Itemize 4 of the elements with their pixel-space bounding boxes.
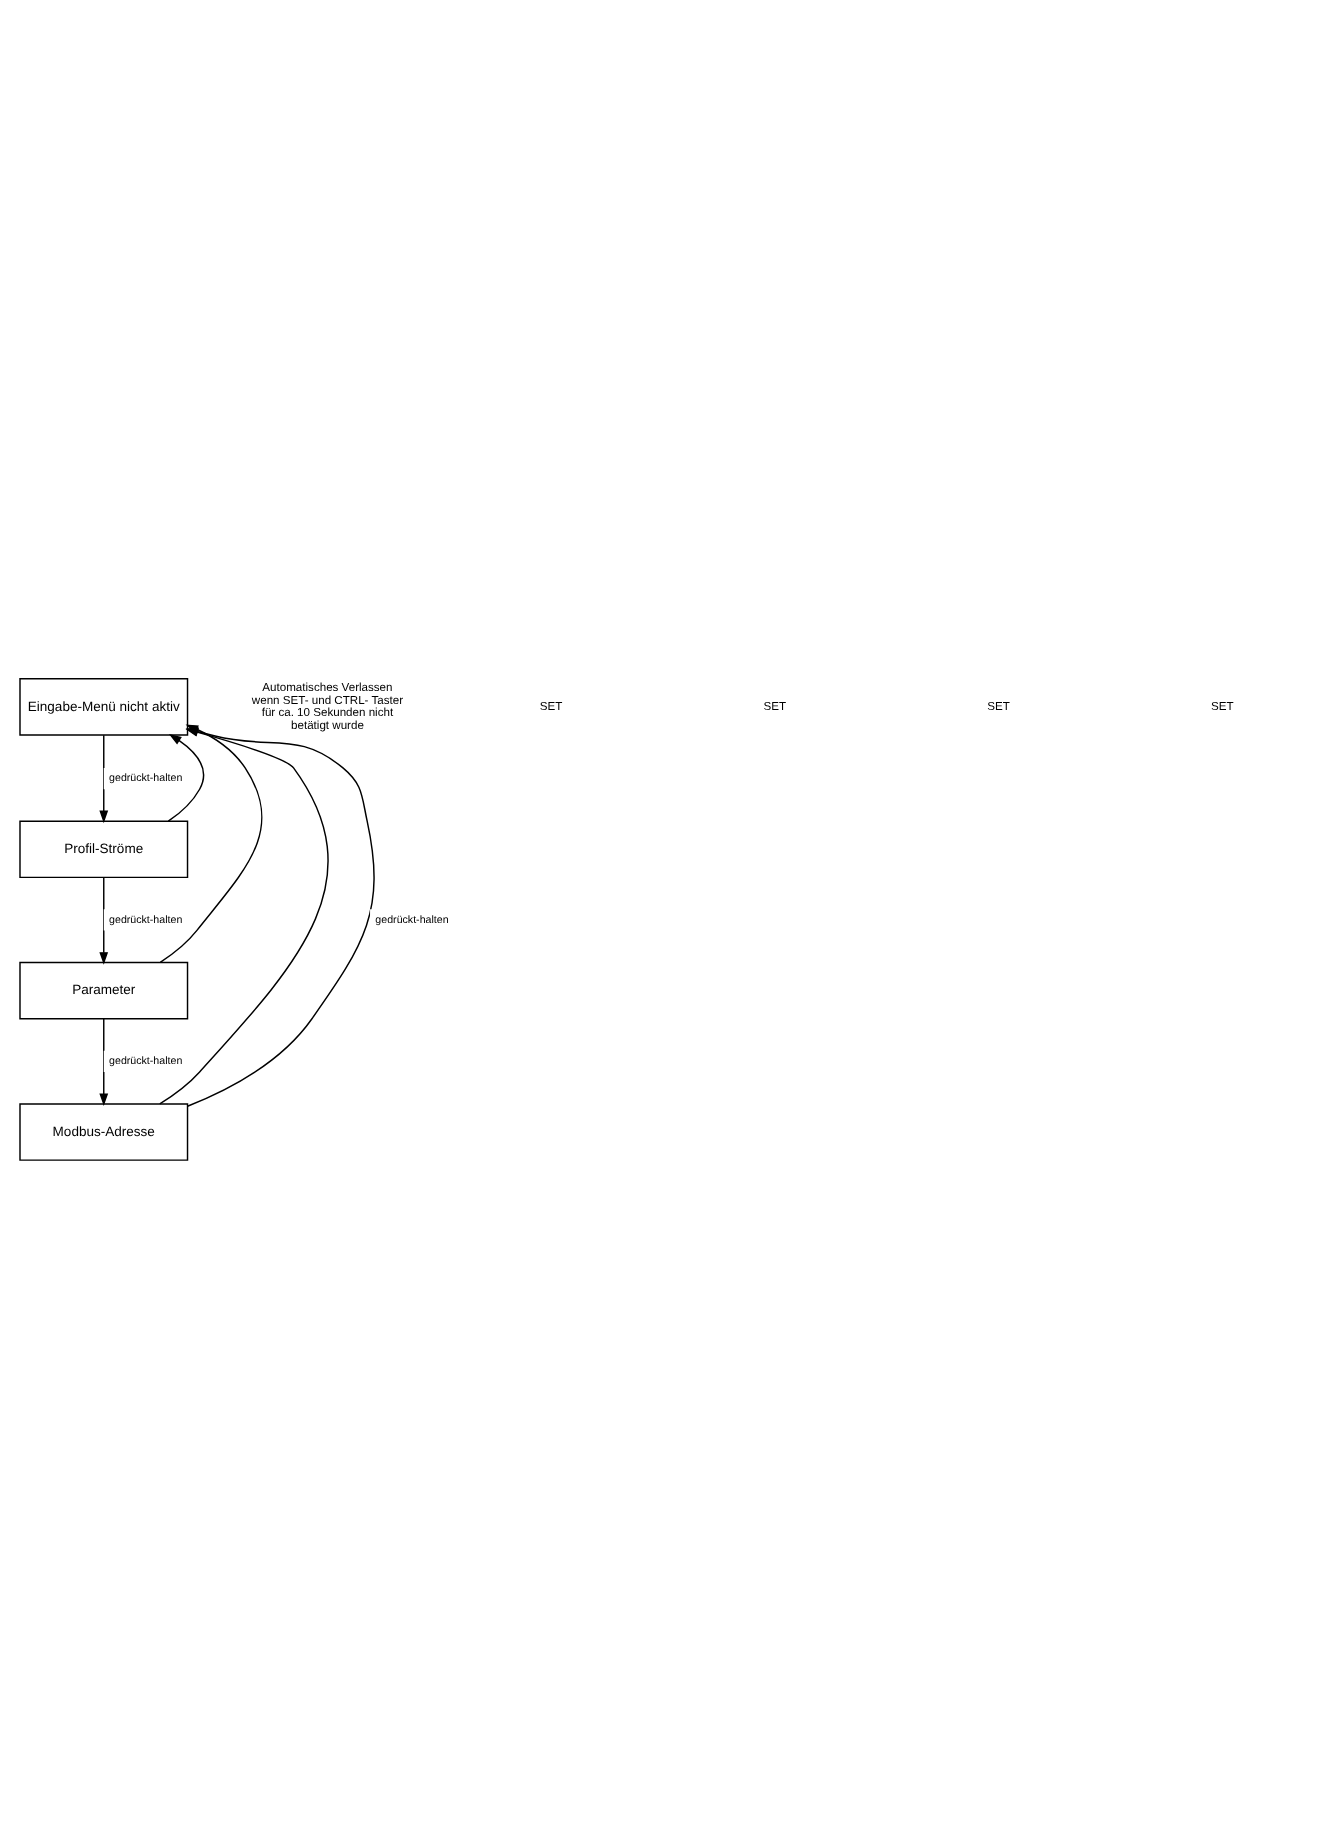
arrow [167, 732, 205, 821]
arrow [99, 875, 109, 964]
arrow [99, 1017, 109, 1106]
arrow [99, 733, 109, 823]
